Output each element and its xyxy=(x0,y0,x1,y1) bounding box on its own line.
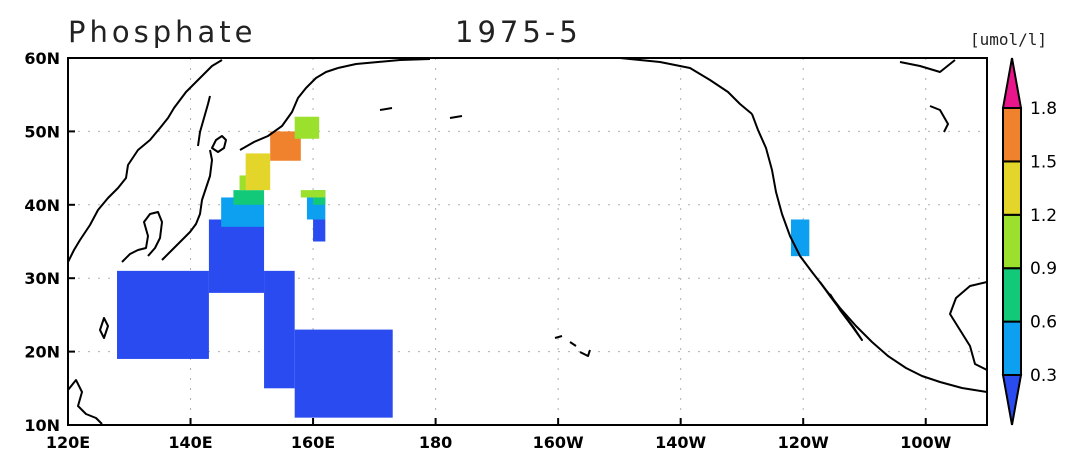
coast-bering-north xyxy=(337,58,431,69)
colorbar-label: 1.2 xyxy=(1030,206,1057,226)
x-tick-label: 100W xyxy=(900,433,951,452)
colorbar-bottom-triangle xyxy=(1001,374,1023,426)
y-tick-label: 60N xyxy=(24,49,60,68)
x-tick-label: 120W xyxy=(778,433,829,452)
x-tick-label: 140E xyxy=(168,433,212,452)
data-cell xyxy=(300,190,326,198)
unit-label: [umol/l] xyxy=(970,30,1047,49)
y-tick-label: 20N xyxy=(24,343,60,362)
coast-hudson xyxy=(899,59,956,133)
coast-alaska xyxy=(619,58,753,115)
colorbar-label: 0.6 xyxy=(1030,313,1057,333)
coast-hawaii xyxy=(554,335,591,357)
y-tick-label: 50N xyxy=(24,122,60,141)
y-tick-label: 30N xyxy=(24,269,60,288)
colorbar-label: 0.3 xyxy=(1030,366,1057,386)
coast-kamchatka xyxy=(239,67,339,151)
coast-gulf-mexico xyxy=(949,281,987,371)
colorbar-segment xyxy=(1002,320,1022,377)
data-cell xyxy=(208,219,265,293)
coast-korea xyxy=(121,211,163,263)
coast-taiwan xyxy=(99,317,109,339)
y-tick-label: 40N xyxy=(24,196,60,215)
data-cell xyxy=(790,219,810,257)
x-tick-label: 160W xyxy=(533,433,584,452)
x-tick-label: 160E xyxy=(291,433,335,452)
coast-na-west xyxy=(751,113,987,393)
coast-japan-hokkaido xyxy=(211,135,227,153)
map-period: 1975-5 xyxy=(455,15,582,49)
coast-philippines xyxy=(68,379,103,425)
data-cell xyxy=(245,153,271,191)
coast-japan-honshu xyxy=(161,149,213,261)
colorbar-top-triangle xyxy=(1001,57,1023,109)
data-cell xyxy=(264,270,295,389)
colorbar-segment xyxy=(1002,107,1022,163)
data-cell xyxy=(294,329,393,418)
colorbar-segment xyxy=(1002,160,1022,216)
colorbar-label: 1.8 xyxy=(1030,99,1057,119)
x-axis: 120E 140E 160E 180 160W 140W 120W 100W xyxy=(46,418,952,452)
x-tick-label: 120E xyxy=(46,433,90,452)
colorbar-label: 1.5 xyxy=(1030,152,1057,172)
y-tick-label: 10N xyxy=(24,416,60,435)
coast-asia xyxy=(68,59,223,263)
coast-sakhalin xyxy=(197,95,211,147)
colorbar-segment xyxy=(1002,267,1022,323)
colorbar-label: 0.9 xyxy=(1030,259,1057,279)
coast-baja xyxy=(819,281,863,341)
x-tick-label: 180 xyxy=(419,433,452,452)
x-tick-label: 140W xyxy=(655,433,706,452)
data-cells xyxy=(117,116,810,418)
data-cell xyxy=(313,219,326,242)
colorbar-segment xyxy=(1002,213,1022,270)
data-cell xyxy=(294,116,320,139)
map-title: Phosphate xyxy=(68,15,257,49)
coast-aleutians xyxy=(379,107,463,119)
y-axis: 10N 20N 30N 40N 50N 60N xyxy=(24,49,75,435)
data-cell xyxy=(233,190,265,205)
plot-frame xyxy=(67,57,988,426)
coastlines xyxy=(68,58,987,425)
colorbar: 0.3 0.6 0.9 1.2 1.5 1.8 xyxy=(1001,57,1057,426)
data-cell xyxy=(117,270,209,359)
